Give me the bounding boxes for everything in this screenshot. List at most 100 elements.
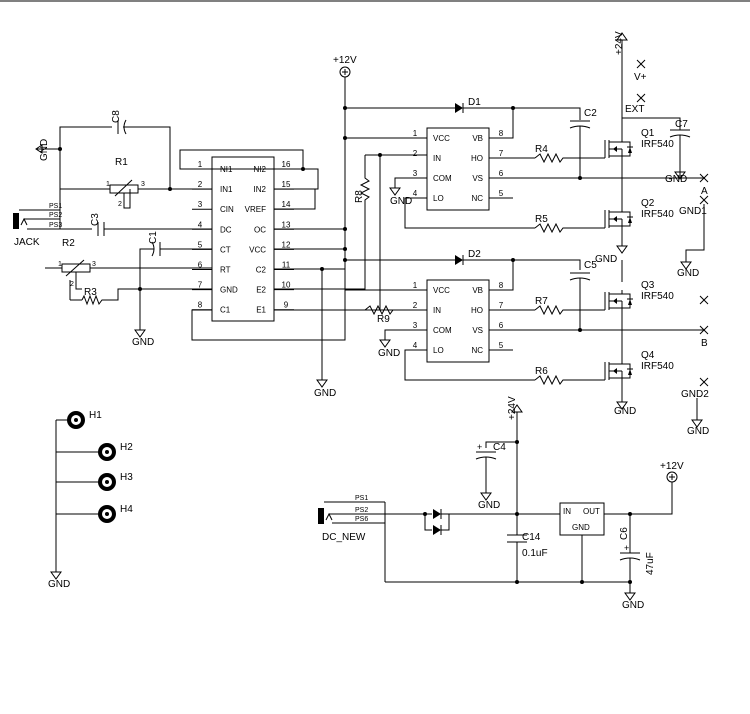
gnd-label-q2: GND: [595, 254, 617, 265]
pwm-pin-number: 8: [198, 301, 203, 310]
mosfet-ref: Q2: [641, 198, 655, 209]
driver-pin-name: LO: [433, 194, 444, 203]
pwm-pin-number: 15: [282, 180, 291, 189]
gnd-symbol-pwm: GND: [314, 379, 336, 399]
gnd-label-c6: GND: [622, 600, 644, 611]
driver-pin-number: 1: [413, 129, 418, 138]
driver-pin-name: HO: [471, 306, 483, 315]
r4-ref: R4: [535, 144, 548, 155]
pwm-controller-ic: 1NI12IN13CIN4DC5CT6RT7GND8C116NI215IN214…: [192, 156, 294, 322]
driver-pin-number: 3: [413, 169, 418, 178]
pwm-pin-name: E2: [256, 286, 266, 295]
r1-pin2: 2: [118, 201, 122, 208]
hole-ref: H1: [89, 410, 102, 421]
mosfet-part: IRF540: [641, 291, 674, 302]
driver-pin-number: 4: [413, 341, 418, 350]
mosfet-ref: Q4: [641, 350, 655, 361]
r1-pin3: 3: [141, 181, 145, 188]
c5-ref: C5: [584, 260, 597, 271]
driver-pin-number: 5: [499, 189, 504, 198]
jack-connector: PS1 PS2 PS3 JACK R2 C3: [13, 189, 212, 249]
pwm-pin-name: DC: [220, 225, 232, 234]
driver-pin-name: COM: [433, 326, 452, 335]
gnd-label-left: GND: [39, 139, 50, 161]
c6-plus: +: [624, 543, 629, 553]
mosfets: Q1IRF540Q2IRF540Q3IRF540Q4IRF540GNDGNDGN…: [595, 128, 687, 417]
c4-plus: +: [477, 442, 482, 452]
gnd-label-c1: GND: [132, 337, 154, 348]
r3-ref: R3: [84, 287, 97, 298]
supply-12v-right-label: +12V: [660, 461, 684, 472]
driver-pin-name: NC: [471, 346, 483, 355]
r6-ref: R6: [535, 366, 548, 377]
pwm-pin-number: 12: [282, 240, 291, 249]
driver-pin-name: LO: [433, 346, 444, 355]
pwm-pin-number: 7: [198, 281, 203, 290]
gnd-label-gnd2: GND: [687, 426, 709, 437]
ext-label: EXT: [625, 104, 644, 115]
pwm-pin-number: 13: [282, 220, 291, 229]
driver-pin-number: 7: [499, 301, 504, 310]
d2-ref: D2: [468, 249, 481, 260]
pwm-pin-name: E1: [256, 306, 266, 315]
ps3-label: PS3: [49, 222, 62, 229]
c8-ref: C8: [111, 110, 122, 123]
pwm-pin-name: C1: [220, 306, 231, 315]
driver-pin-name: COM: [433, 174, 452, 183]
gnd-label-c4: GND: [478, 500, 500, 511]
driver-pin-name: VB: [472, 134, 483, 143]
mosfet-part: IRF540: [641, 209, 674, 220]
hole-ref: H2: [120, 442, 133, 453]
ps6-label-dc: PS6: [355, 516, 368, 523]
ps1-label-dc: PS1: [355, 495, 368, 502]
mosfet-part: IRF540: [641, 139, 674, 150]
pwm-pin-name: IN1: [220, 185, 233, 194]
driver-pin-number: 2: [413, 301, 418, 310]
c3-ref: C3: [90, 213, 101, 226]
r9-ref: R9: [377, 314, 390, 325]
ps2-label: PS2: [49, 212, 62, 219]
pwm-pin-name: C2: [256, 266, 267, 275]
gnd1-label: GND1: [679, 206, 707, 217]
c6-ref: C6: [619, 527, 630, 540]
driver-pin-number: 3: [413, 321, 418, 330]
ps1-label: PS1: [49, 203, 62, 210]
gnd-label-drv2: GND: [378, 348, 400, 359]
mounting-hole-h4: H4: [98, 504, 133, 523]
pwm-pin-name: CIN: [220, 205, 234, 214]
pwm-pin-number: 14: [282, 200, 291, 209]
r2-pin2: 2: [70, 281, 74, 288]
pwm-pin-number: 4: [198, 220, 203, 229]
dc-new-label: DC_NEW: [322, 532, 366, 543]
resistor-r8: R8: [354, 154, 410, 210]
r2-ref: R2: [62, 238, 75, 249]
power-rails: +24V V+ EXT C7 A B GND1 GND GND2 GND: [614, 31, 709, 437]
c2-ref: C2: [584, 108, 597, 119]
supply-24v-top-label: +24V: [614, 31, 625, 55]
r1-ref: R1: [115, 157, 128, 168]
mosfet-ref: Q1: [641, 128, 655, 139]
ic1-gnd-label: GND: [572, 523, 590, 532]
d1-ref: D1: [468, 97, 481, 108]
r2-pin3: 3: [92, 261, 96, 268]
pwm-pin-number: 1: [198, 160, 203, 169]
mounting-hole-h2: H2: [98, 442, 133, 461]
driver-pin-number: 7: [499, 149, 504, 158]
gnd-label: GND: [314, 388, 336, 399]
input-network: R1 C8 1 3 2 GND: [35, 110, 212, 209]
driver-pin-name: NC: [471, 194, 483, 203]
pwm-pin-name: RT: [220, 266, 231, 275]
driver-pin-name: IN: [433, 154, 441, 163]
pwm-pin-name: VREF: [245, 205, 266, 214]
r8-ref: R8: [354, 190, 365, 203]
gnd-label-c7: GND: [665, 174, 687, 185]
ic1-out-label: OUT: [583, 507, 600, 516]
gnd-label-q4: GND: [614, 406, 636, 417]
c4-ref: C4: [493, 442, 506, 453]
